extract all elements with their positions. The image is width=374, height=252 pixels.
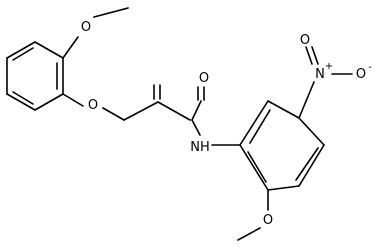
atom-n-nitro: N: [315, 67, 325, 82]
left-benzene-ring: [6, 41, 64, 111]
atom-o-ether: O: [88, 98, 98, 113]
atom-nh: NH: [190, 140, 210, 155]
charge-o-minus: -: [368, 62, 372, 73]
left-methoxy-group: O: [62, 7, 129, 59]
atom-o-nitro-right: O: [356, 67, 366, 82]
nitro-group: N + O O -: [298, 33, 372, 119]
atom-o-amide: O: [199, 71, 209, 86]
right-benzene-ring: [239, 100, 325, 191]
amide-group: O NH: [153, 71, 241, 155]
atom-o-methoxy-left: O: [81, 20, 91, 35]
ether-linker: O: [62, 93, 159, 121]
atom-o-nitro-top: O: [300, 33, 310, 48]
right-methoxy-group: O: [237, 189, 273, 241]
charge-n-plus: +: [325, 61, 333, 72]
atom-o-methoxy-right: O: [263, 213, 273, 228]
